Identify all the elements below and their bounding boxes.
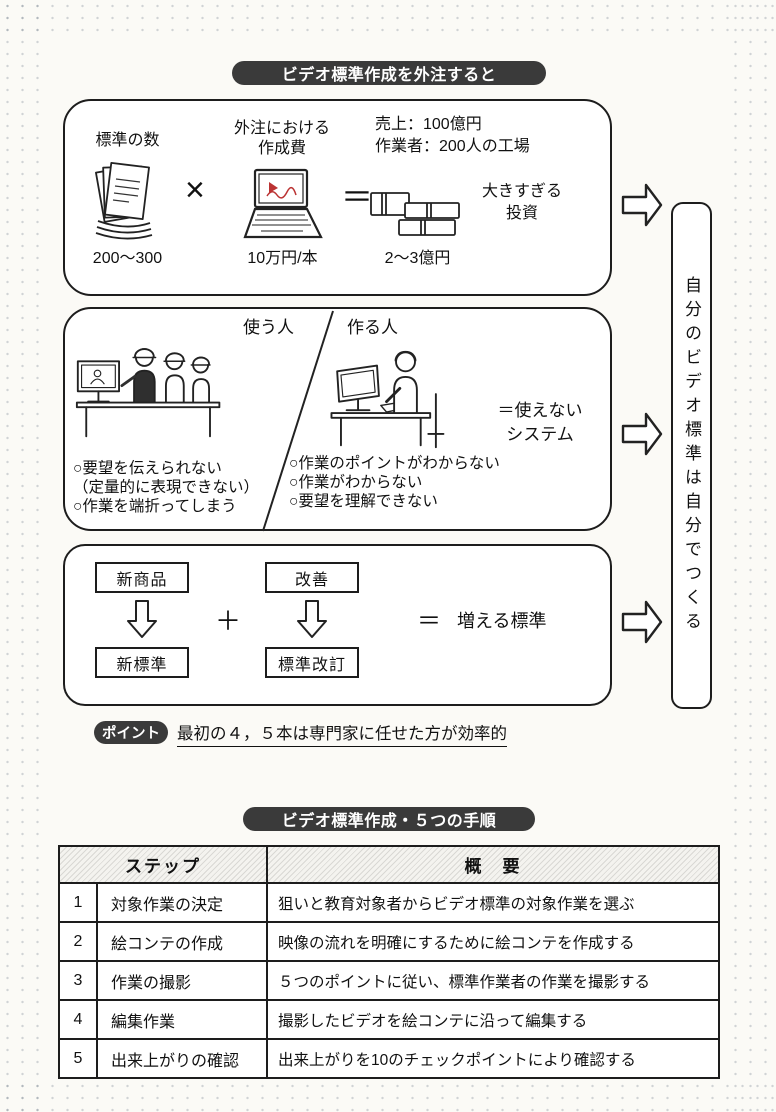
new-product-box: 新商品 <box>95 562 189 593</box>
table-row: 2 絵コンテの作成 映像の流れを明確にするために絵コンテを作成する <box>58 921 720 962</box>
step-name: 対象作業の決定 <box>96 882 268 923</box>
block-arrow-right-icon <box>620 598 664 646</box>
users-makers-box: 使う人 作る人 <box>63 307 612 532</box>
laptop-icon <box>235 167 330 245</box>
plus-sign: ＋ <box>215 606 242 636</box>
conclusion-text: 自分のビデオ標準は自分でつくる <box>682 275 701 636</box>
table-row: 1 対象作業の決定 狙いと教育対象者からビデオ標準の対象作業を選ぶ <box>58 882 720 923</box>
step-overview: 撮影したビデオを絵コンテに沿って編集する <box>266 999 720 1040</box>
cost-per-video-value: 10万円/本 <box>247 250 318 267</box>
step-overview: 出来上がりを10のチェックポイントにより確認する <box>266 1038 720 1079</box>
block-arrow-right-icon <box>620 410 664 458</box>
step-name: 編集作業 <box>96 999 268 1040</box>
step-number: 5 <box>58 1038 98 1079</box>
users-label: 使う人 <box>243 318 294 337</box>
table-row: 4 編集作業 撮影したビデオを絵コンテに沿って編集する <box>58 999 720 1040</box>
step-number: 3 <box>58 960 98 1001</box>
step-overview: ５つのポイントに従い、標準作業者の作業を撮影する <box>266 960 720 1001</box>
programmer-illustration <box>327 339 447 451</box>
block-arrow-down-icon <box>295 598 329 640</box>
table-header-row: ステップ 概 要 <box>58 845 720 884</box>
factory-sales-line: 売上：100億円 <box>375 116 482 133</box>
too-big-investment-line2: 投資 <box>505 204 538 222</box>
maker-problems-list: ○作業のポイントがわからない ○作業がわからない ○要望を理解できない <box>289 454 500 512</box>
step-number: 1 <box>58 882 98 923</box>
step-name: 作業の撮影 <box>96 960 268 1001</box>
margin-dots-right <box>728 0 776 1112</box>
margin-dots-left <box>0 0 48 1112</box>
maker-problem-item: ○作業のポイントがわからない <box>289 455 500 472</box>
block-arrow-down-icon <box>125 598 159 640</box>
outsourcing-title-badge: ビデオ標準作成を外注すると <box>232 61 546 85</box>
multiply-sign: × <box>185 171 205 209</box>
user-problem-item: ○要望を伝えられない <box>73 460 222 477</box>
step-number: 4 <box>58 999 98 1040</box>
standard-revision-box: 標準改訂 <box>265 647 359 678</box>
point-text: 最初の４，５本は専門家に任せた方が効率的 <box>177 720 507 747</box>
table-header-step: ステップ <box>58 845 268 884</box>
growing-standards-box: 新商品 改善 ＋ 新標準 標準改訂 ＝ 増える標準 <box>63 544 612 706</box>
step-overview: 映像の流れを明確にするために絵コンテを作成する <box>266 921 720 962</box>
user-problem-item: ○作業を端折ってしまう <box>73 498 237 516</box>
standards-count-value: 200〜300 <box>92 250 163 267</box>
step-overview: 狙いと教育対象者からビデオ標準の対象作業を選ぶ <box>266 882 720 923</box>
user-problems-list: ○要望を伝えられない （定量的に表現できない） ○作業を端折ってしまう <box>73 459 259 517</box>
unusable-system-line2: システム <box>506 424 574 444</box>
diagonal-divider-line <box>262 310 334 532</box>
cost-formula-box: 標準の数 200〜300 × 外注における 作成費 <box>63 99 612 296</box>
standards-count-label: 標準の数 <box>95 132 160 149</box>
equals-sign: ＝ <box>341 179 374 215</box>
equals-sign: ＝ <box>417 608 441 635</box>
step-name: 絵コンテの作成 <box>96 921 268 962</box>
table-row: 5 出来上がりの確認 出来上がりを10のチェックポイントにより確認する <box>58 1038 720 1079</box>
makers-label: 作る人 <box>347 318 398 337</box>
improvement-box: 改善 <box>265 562 359 593</box>
growing-standards-label: 増える標準 <box>457 611 547 631</box>
step-name: 出来上がりの確認 <box>96 1038 268 1079</box>
procedure-title-badge: ビデオ標準作成・５つの手順 <box>243 807 535 831</box>
maker-problem-item: ○要望を理解できない <box>289 493 438 511</box>
step-number: 2 <box>58 921 98 962</box>
margin-dots-top <box>0 0 776 32</box>
new-standard-box: 新標準 <box>95 647 189 678</box>
margin-dots-bottom <box>0 1080 776 1112</box>
money-stack-icon <box>365 191 465 243</box>
unusable-system-line1: ＝使えない <box>497 401 583 420</box>
table-header-overview: 概 要 <box>266 845 720 884</box>
documents-stack-icon <box>90 155 160 245</box>
too-big-investment-line1: 大きすぎる <box>481 183 562 200</box>
block-arrow-right-icon <box>620 181 664 229</box>
maker-problem-item: ○作業がわからない <box>289 474 423 492</box>
conclusion-side-box: 自分のビデオ標準は自分でつくる <box>671 202 712 709</box>
factory-workers-line: 作業者：200人の工場 <box>375 138 530 156</box>
user-problem-item: （定量的に表現できない） <box>73 479 260 497</box>
steps-table: ステップ 概 要 1 対象作業の決定 狙いと教育対象者からビデオ標準の対象作業を… <box>58 845 720 1079</box>
outsourcing-cost-label-line1: 外注における <box>233 120 330 137</box>
workers-illustration <box>75 335 225 455</box>
outsourcing-cost-label-line2: 作成費 <box>257 140 306 157</box>
table-row: 3 作業の撮影 ５つのポイントに従い、標準作業者の作業を撮影する <box>58 960 720 1001</box>
point-badge: ポイント <box>94 721 168 744</box>
total-cost-value: 2〜3億円 <box>384 250 451 267</box>
